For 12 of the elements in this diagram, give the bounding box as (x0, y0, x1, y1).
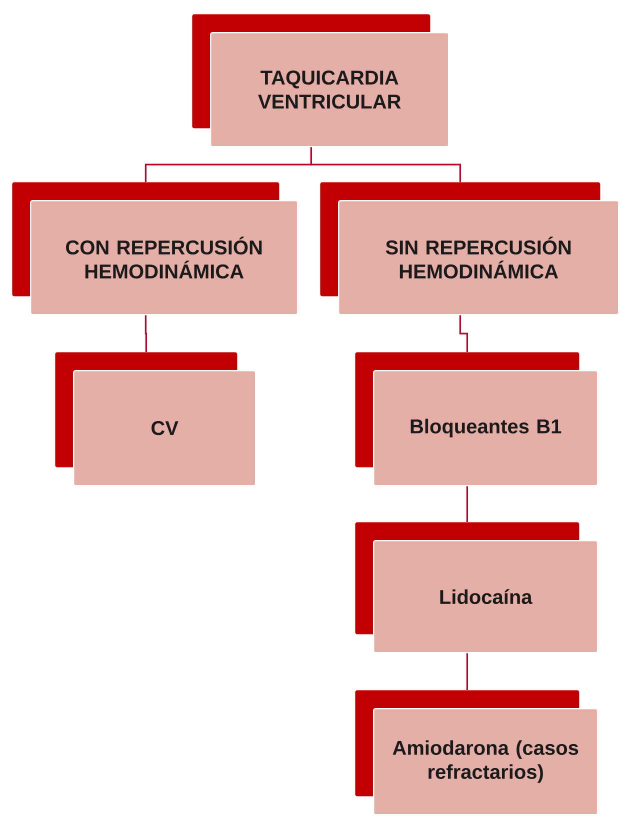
box: Bloqueantes B1 (355, 352, 598, 486)
box: CON REPERCUSIÓN HEMODINÁMICA (12, 182, 298, 316)
connector (310, 147, 461, 182)
connector (466, 486, 468, 522)
connector (459, 315, 468, 352)
box: SIN REPERCUSIÓN HEMODINÁMICA (320, 182, 620, 316)
connector (466, 653, 468, 690)
box: Lidocaína (355, 522, 598, 654)
box: CV (55, 352, 256, 486)
connector (144, 315, 147, 352)
box: Amiodarona (casos refractarios) (355, 690, 598, 816)
box: TAQUICARDIA VENTRICULAR (192, 14, 450, 148)
